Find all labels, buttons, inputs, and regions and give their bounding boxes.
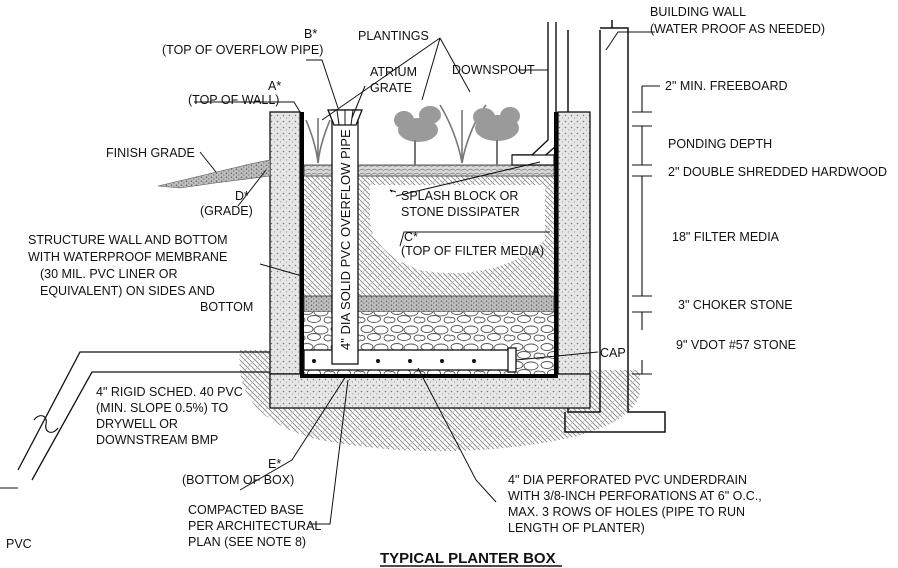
label-d-star: D* — [235, 189, 249, 203]
label-downspout: DOWNSPOUT — [452, 63, 535, 77]
label-choker: 3" CHOKER STONE — [678, 298, 793, 312]
label-ponding: PONDING DEPTH — [668, 137, 772, 151]
downspout — [512, 22, 557, 161]
label-plantings: PLANTINGS — [358, 29, 429, 43]
label-structure-3: (30 MIL. PVC LINER OR — [40, 267, 178, 281]
diagram-title: TYPICAL PLANTER BOX — [380, 550, 556, 567]
label-rigid-2: (MIN. SLOPE 0.5%) TO — [96, 401, 228, 415]
hardwood-mulch — [303, 164, 555, 177]
leader-lines — [194, 31, 655, 525]
label-b-star-desc: (TOP OF OVERFLOW PIPE) — [162, 43, 323, 57]
shrubs — [394, 106, 520, 142]
left-wall — [269, 111, 301, 375]
label-rigid-4: DOWNSTREAM BMP — [96, 433, 218, 447]
label-a-star-desc: (TOP OF WALL) — [188, 93, 279, 107]
label-filter-media: 18" FILTER MEDIA — [672, 230, 780, 244]
label-hardwood: 2" DOUBLE SHREDDED HARDWOOD — [668, 165, 887, 179]
label-structure-1: STRUCTURE WALL AND BOTTOM — [28, 233, 228, 247]
label-compacted-1: COMPACTED BASE — [188, 503, 304, 517]
label-structure-2: WITH WATERPROOF MEMBRANE — [28, 250, 227, 264]
label-grade: (GRADE) — [200, 204, 253, 218]
label-b-star: B* — [304, 27, 317, 41]
label-vdot: 9" VDOT #57 STONE — [676, 338, 796, 352]
finish-grade — [157, 159, 271, 189]
label-e-star: E* — [268, 457, 281, 471]
label-freeboard: 2" MIN. FREEBOARD — [665, 79, 788, 93]
plantings — [305, 104, 487, 164]
label-rigid-1: 4" RIGID SCHED. 40 PVC — [96, 385, 243, 399]
label-underdrain-1: 4" DIA PERFORATED PVC UNDERDRAIN — [508, 473, 747, 487]
label-structure-4: EQUIVALENT) ON SIDES AND — [40, 284, 215, 298]
label-compacted-2: PER ARCHITECTURAL — [188, 519, 321, 533]
building-wall-right — [564, 20, 666, 433]
label-structure-5: BOTTOM — [200, 300, 253, 314]
label-underdrain-3: MAX. 3 ROWS OF HOLES (PIPE TO RUN — [508, 505, 745, 519]
label-splash-2: STONE DISSIPATER — [401, 205, 520, 219]
overflow-pipe — [331, 109, 359, 365]
label-building-wall-2: (WATER PROOF AS NEEDED) — [650, 22, 825, 36]
label-overflow-pipe: 4" DIA SOLID PVC OVERFLOW PIPE — [338, 129, 353, 350]
label-underdrain-4: LENGTH OF PLANTER) — [508, 521, 645, 535]
label-underdrain-2: WITH 3/8-INCH PERFORATIONS AT 6" O.C., — [508, 489, 762, 503]
outlet-pipe — [17, 351, 270, 481]
membrane — [300, 112, 558, 378]
label-atrium-2: GRATE — [370, 81, 412, 95]
splash-block — [511, 154, 555, 166]
label-a-star: A* — [268, 79, 281, 93]
label-e-star-desc: (BOTTOM OF BOX) — [182, 473, 294, 487]
label-rigid-3: DRYWELL OR — [96, 417, 178, 431]
label-splash-1: SPLASH BLOCK OR — [401, 189, 518, 203]
label-c-star-desc: (TOP OF FILTER MEDIA) — [401, 244, 544, 258]
label-atrium-1: ATRIUM — [370, 65, 417, 79]
underdrain-cap — [507, 347, 517, 373]
label-building-wall-1: BUILDING WALL — [650, 5, 746, 19]
label-pvc: PVC — [6, 537, 32, 551]
right-wall — [557, 111, 591, 383]
label-c-star: C* — [404, 230, 418, 244]
label-cap: CAP — [600, 346, 626, 360]
label-finish-grade: FINISH GRADE — [106, 146, 195, 160]
label-compacted-3: PLAN (SEE NOTE 8) — [188, 535, 306, 549]
dimension-lines — [632, 85, 660, 375]
